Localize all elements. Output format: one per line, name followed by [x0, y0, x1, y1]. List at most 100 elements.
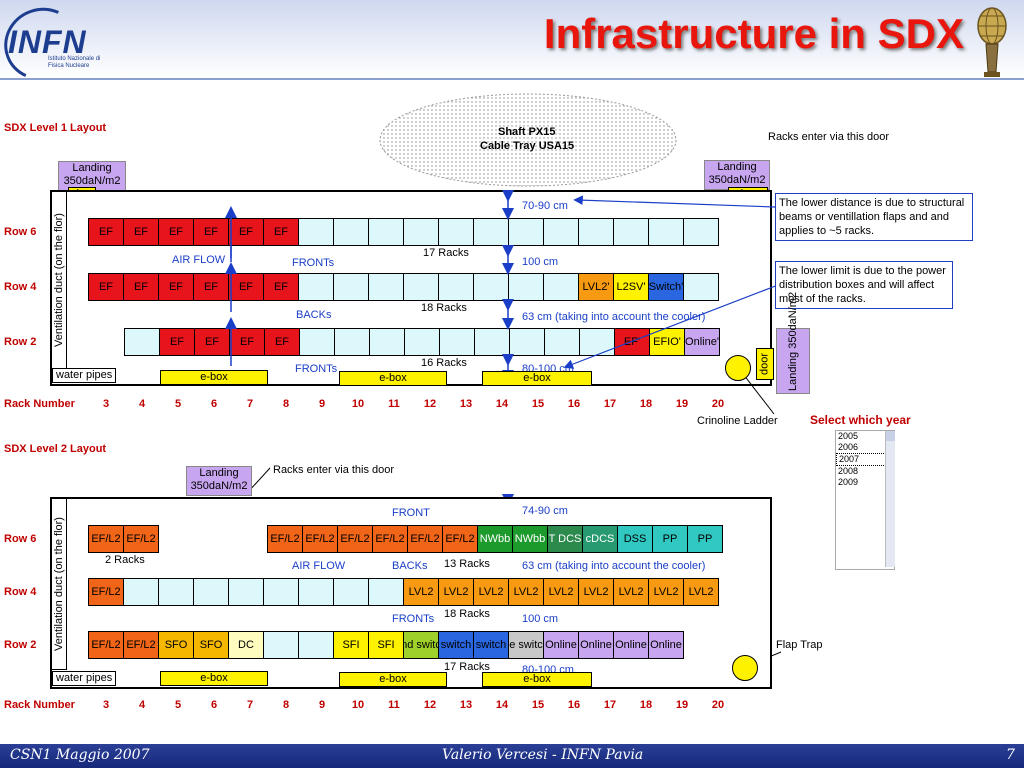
rack-cell [333, 218, 369, 246]
rack-cell: Online [648, 631, 684, 659]
rack-number: 7 [246, 398, 254, 410]
year-option[interactable]: 2008 [838, 466, 859, 476]
row6-label-l1: Row 6 [4, 226, 37, 238]
rack-cell [579, 328, 615, 356]
year-listbox-scrollbar[interactable] [885, 431, 895, 567]
rack-number: 14 [495, 398, 509, 410]
page-title: Infrastructure in SDX [543, 10, 964, 57]
rack-number: 5 [174, 398, 182, 410]
rack-cell: EF [228, 273, 264, 301]
racks-13-l2: 13 Racks [444, 558, 490, 570]
rack-cell: switch [473, 631, 509, 659]
water-pipes-l2: water pipes [52, 671, 117, 686]
rack-cell [544, 328, 580, 356]
rack-cell: cDCS [582, 525, 618, 553]
rack-number: 18 [639, 699, 653, 711]
rack-cell: Switch' [648, 273, 684, 301]
rack-cell: LVL2 [683, 578, 719, 606]
rack-cell: EF/L2 [302, 525, 338, 553]
rack-cell [368, 273, 404, 301]
dist-74-90-l2: 74-90 cm [522, 505, 568, 517]
rack-number: 20 [711, 398, 725, 410]
rack-number: 10 [351, 699, 365, 711]
rack-cell: Online [613, 631, 649, 659]
rack-cell [158, 578, 194, 606]
rack-cell: SFO [193, 631, 229, 659]
rack-cell: EF/L2 [372, 525, 408, 553]
header-divider [0, 78, 1024, 80]
rack-cell [228, 578, 264, 606]
rack-number-label-l2: Rack Number [4, 699, 75, 711]
rack-cell [438, 218, 474, 246]
ebox-2-l1: e-box [339, 371, 447, 386]
rack-number: 8 [282, 398, 290, 410]
row4-label-l2: Row 4 [4, 586, 37, 598]
rack-number: 17 [603, 398, 617, 410]
fronts-label-l2: FRONTs [392, 613, 435, 625]
airflow-label-l1: AIR FLOW [172, 254, 226, 266]
rack-cell: DC [228, 631, 264, 659]
airflow-label-l2: AIR FLOW [292, 560, 346, 572]
rack-cell: EF' [614, 328, 650, 356]
dist-100-l1: 100 cm [522, 256, 559, 268]
landing-left-l1: Landing 350daN/m2 [58, 161, 126, 191]
footer-center: Valerio Vercesi - INFN Pavia [442, 747, 644, 763]
rack-number: 3 [102, 699, 110, 711]
footer-left: CSN1 Maggio 2007 [10, 747, 150, 763]
rack-number: 6 [210, 699, 218, 711]
scroll-thumb[interactable] [886, 431, 895, 441]
rack-cell: SFI [333, 631, 369, 659]
rack-cell: LVL2 [473, 578, 509, 606]
year-select-label: Select which year [810, 413, 911, 427]
rack-cell [404, 328, 440, 356]
rack-cell [613, 218, 649, 246]
year-option[interactable]: 2005 [838, 431, 859, 441]
year-option[interactable]: 2009 [838, 477, 859, 487]
infn-logo-subtitle: Istituto Nazionale di Fisica Nucleare [48, 56, 101, 69]
rack-cell [334, 328, 370, 356]
rack-cell [333, 273, 369, 301]
ventilation-duct-l1: Ventilation duct (on the flor) [51, 191, 67, 369]
shaft-oval [379, 93, 677, 187]
door-side-l1[interactable]: door [756, 348, 774, 380]
rack-number: 19 [675, 398, 689, 410]
rack-cell: LVL2 [648, 578, 684, 606]
year-option[interactable]: 2006 [838, 442, 859, 452]
rack-cell: EF/L2 [123, 525, 159, 553]
rack-cell: LVL2 [403, 578, 439, 606]
rack-cell: EF [88, 218, 124, 246]
rack-cell: LVL2 [438, 578, 474, 606]
rack-cell: DSS [617, 525, 653, 553]
rack-cell [124, 328, 160, 356]
ebox-3-l1: e-box [482, 371, 592, 386]
rack-cell: EF [193, 273, 229, 301]
rack-cell: e switc [508, 631, 544, 659]
rack-cell: EF [88, 273, 124, 301]
rack-cell: EFIO' [649, 328, 685, 356]
flap-trap-label: Flap Trap [776, 639, 823, 651]
rack-cell [369, 328, 405, 356]
rack-cell [403, 218, 439, 246]
rack-cell [193, 578, 229, 606]
rack-cell: EF [159, 328, 195, 356]
rack-cell: Online [543, 631, 579, 659]
crinoline-ladder-label: Crinoline Ladder [697, 415, 778, 427]
rack-cell: EF/L2 [123, 631, 159, 659]
year-option-selected[interactable]: 2007 [836, 453, 894, 466]
rack-number: 5 [174, 699, 182, 711]
rack-cell [298, 578, 334, 606]
flap-trap-circle [732, 655, 758, 681]
ebox-1-l1: e-box [160, 370, 268, 385]
rack-number: 9 [318, 398, 326, 410]
rack-cell: EF/L2 [88, 525, 124, 553]
header-bar [0, 0, 1024, 78]
rack-cell [648, 218, 684, 246]
rack-cell: EF/L2 [442, 525, 478, 553]
rack-cell [683, 218, 719, 246]
backs-label-l2: BACKs [392, 560, 428, 572]
